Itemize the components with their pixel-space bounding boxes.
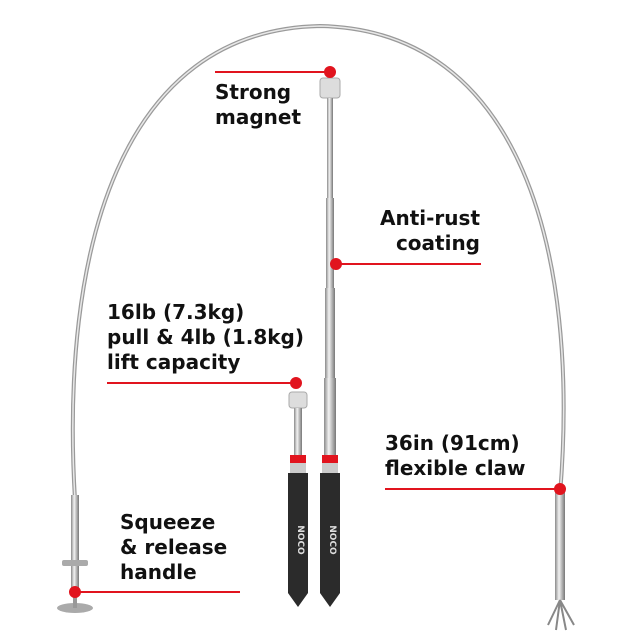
label-line: handle xyxy=(120,560,197,584)
label-anti-rust: Anti-rust coating xyxy=(380,206,480,256)
squeeze-handle-plunger xyxy=(57,495,93,613)
label-line: lift capacity xyxy=(107,350,241,374)
label-line: 16lb (7.3kg) xyxy=(107,300,245,324)
label-line: magnet xyxy=(215,105,302,129)
label-line: & release xyxy=(120,535,228,559)
label-line: Squeeze xyxy=(120,510,216,534)
claw-fingers xyxy=(547,490,575,631)
label-line: flexible claw xyxy=(385,456,526,480)
label-line: Anti-rust xyxy=(380,206,480,230)
label-line: pull & 4lb (1.8kg) xyxy=(107,325,305,349)
svg-text:NOCO: NOCO xyxy=(295,525,305,555)
label-line: 36in (91cm) xyxy=(385,431,520,455)
label-strong-magnet: Strong magnet xyxy=(215,80,301,130)
callout-lines xyxy=(69,66,566,598)
label-flexible-claw: 36in (91cm) flexible claw xyxy=(385,431,526,481)
flexible-claw-cable xyxy=(70,23,566,501)
telescopic-magnet-short: NOCO xyxy=(288,391,308,607)
label-line: Strong xyxy=(215,80,292,104)
label-capacity: 16lb (7.3kg) pull & 4lb (1.8kg) lift cap… xyxy=(107,300,304,375)
label-line: coating xyxy=(395,231,480,255)
brand-logo: NOCO xyxy=(327,525,337,555)
label-squeeze-handle: Squeeze & release handle xyxy=(120,510,227,585)
telescopic-magnet-tall: NOCO xyxy=(319,77,341,607)
